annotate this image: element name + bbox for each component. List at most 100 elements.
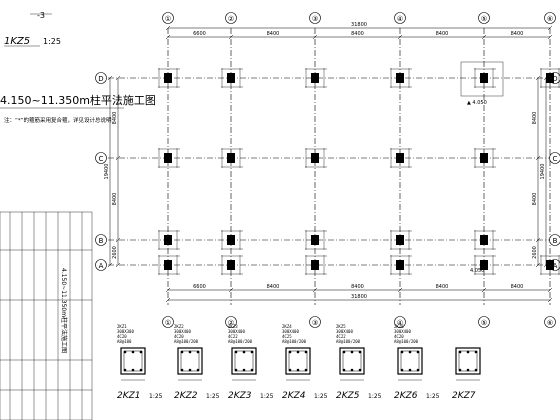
detail-section [455,347,481,375]
detail-spec-line: 2KZ6 [394,324,404,329]
column [390,255,412,275]
rebar-dot [304,368,308,372]
detail-spec-line: 300X300 [117,329,134,334]
axis-bubble [95,234,107,246]
axis-label-x: ④ [397,319,403,327]
rebar-dot [408,350,412,354]
detail-spec-line: 300X400 [282,329,299,334]
detail-section [177,347,203,375]
rebar-dot [400,350,404,354]
detail-section [231,347,257,375]
rebar-dot [250,368,254,372]
column [390,68,412,88]
column-section [396,153,404,163]
rebar-dot [139,350,143,354]
detail-spec-line: 300X400 [336,329,353,334]
rebar-dot [358,368,362,372]
axis-label-y: D [98,75,103,83]
detail-section [120,347,146,375]
column [540,255,560,275]
column [158,230,180,250]
column-section [396,260,404,270]
column-section [546,260,554,270]
detail-spec-line: 300X400 [394,329,411,334]
axis-label-x: ⑤ [481,319,487,327]
axis-label-x: ⑥ [547,319,553,327]
column-section [227,260,235,270]
rebar-dot [242,368,246,372]
elevation-tag: ▲ 4.050 [467,100,487,106]
detail-spec-line: 4C20 [117,334,127,339]
plan-note: 注：“*”的箍筋采用复合箍，详见设计总说明 [4,116,112,124]
rebar-dot [350,350,354,354]
rebar-dot [180,368,184,372]
dim-span-top: 6600 [193,31,206,37]
column-section [311,235,319,245]
rebar-dot [234,368,238,372]
rebar-dot [358,350,362,354]
detail-spec-line: 4C20 [394,334,404,339]
column-section [227,73,235,83]
column-section [480,260,488,270]
rebar-dot [408,368,412,372]
detail-name: 2KZ3 [228,391,252,401]
rebar-dot [458,350,462,354]
column-section [480,235,488,245]
axis-bubble [394,316,406,328]
detail-section [285,347,311,375]
detail-spec-line: 300X400 [228,329,245,334]
axis-bubble [309,316,321,328]
detail-spec-line: 4C22 [228,334,238,339]
column-section [227,153,235,163]
detail-name: 2KZ4 [282,391,306,401]
axis-label-y: A [553,262,558,270]
column [158,68,180,88]
column [390,230,412,250]
detail-spec-line: A8@100/200 [282,339,307,344]
axis-bubble [544,316,556,328]
rebar-dot [123,368,127,372]
column [474,255,496,275]
column-detail: 2KZ7 [452,347,481,401]
axis-label-y: D [552,75,557,83]
rebar-dot [350,368,354,372]
axis-bubble [162,316,174,328]
axis-bubble [162,12,174,24]
column [305,68,327,88]
dim-span-top: 8400 [267,31,280,37]
detail-spec-line: A8@100/200 [174,339,199,344]
rebar-dot [234,350,238,354]
detail-name: 2KZ1 [117,391,141,401]
dim-span-top: 8400 [436,31,449,37]
detail-name: 2KZ7 [452,391,476,401]
column [305,148,327,168]
detail-spec-line: A8@100/200 [394,339,419,344]
table-vertical-title: 4.150~11.350m柱平法施工图 [60,268,68,353]
detail-spec-line: A8@100 [117,339,132,344]
axis-label-x: ⑥ [547,15,553,23]
column-section [164,73,172,83]
detail-spec-line: 2KZ4 [282,324,292,329]
rebar-dot [288,368,292,372]
axis-bubble [549,152,560,164]
column [221,68,243,88]
rebar-dot [250,350,254,354]
detail-spec-line: 2KZ3 [228,324,238,329]
rebar-dot [304,350,308,354]
rebar-dot [188,350,192,354]
column-section [164,260,172,270]
axis-label-x: ③ [312,319,318,327]
rebar-dot [296,350,300,354]
axis-bubble [95,152,107,164]
dim-span-left: 2600 [112,246,118,259]
column-section [480,73,488,83]
column-section [396,73,404,83]
column [390,148,412,168]
axis-label-x: ① [165,15,171,23]
